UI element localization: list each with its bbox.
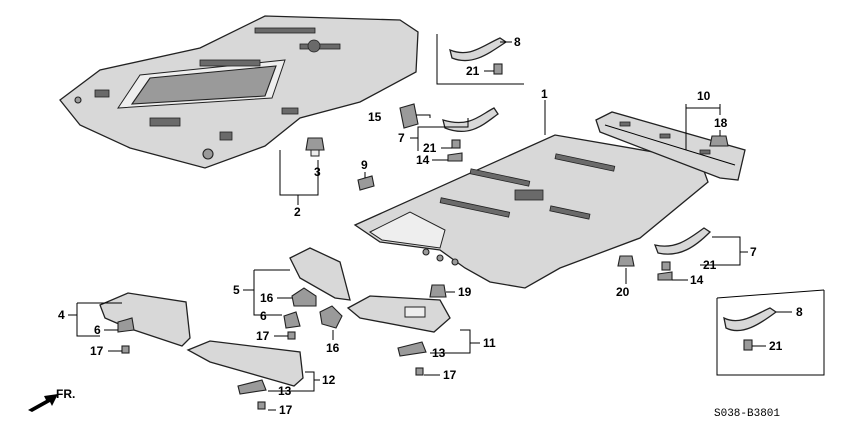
callout-19: 19 bbox=[458, 285, 472, 299]
callout-14a: 14 bbox=[416, 153, 430, 167]
callout-16a: 16 bbox=[260, 291, 274, 305]
sun-visor-left-front bbox=[99, 292, 191, 347]
callout-11: 11 bbox=[483, 336, 496, 350]
callout-16b: 16 bbox=[326, 341, 340, 355]
direction-label: FR. bbox=[56, 387, 75, 401]
callout-8b: 8 bbox=[796, 305, 803, 319]
callout-20: 20 bbox=[616, 285, 630, 299]
sun-visor-right-front bbox=[289, 247, 351, 301]
callout-12: 12 bbox=[322, 373, 336, 387]
callout-15: 15 bbox=[368, 110, 382, 124]
callout-1: 1 bbox=[541, 87, 548, 101]
callout-6b: 6 bbox=[260, 309, 267, 323]
callout-13b: 13 bbox=[278, 384, 292, 398]
callout-8a: 8 bbox=[514, 35, 521, 49]
callout-14b: 14 bbox=[690, 273, 704, 287]
callout-21c: 21 bbox=[703, 258, 717, 272]
screw-21-upper bbox=[447, 139, 463, 162]
diagram-code: S038-B3801 bbox=[714, 408, 780, 420]
callout-21d: 21 bbox=[769, 339, 783, 353]
callout-7b: 7 bbox=[750, 245, 757, 259]
grab-handle-upper bbox=[442, 107, 499, 133]
callout-5: 5 bbox=[233, 283, 240, 297]
detail-box-bottom bbox=[716, 289, 825, 376]
clip-part-20 bbox=[617, 255, 635, 267]
callout-6a: 6 bbox=[94, 323, 101, 337]
sun-visor-right-rear bbox=[346, 295, 451, 333]
front-direction-arrow-icon bbox=[28, 394, 58, 412]
detail-box-top bbox=[436, 34, 524, 85]
rear-trim-strip bbox=[595, 111, 746, 181]
callout-2: 2 bbox=[294, 205, 301, 219]
clip-part-3 bbox=[305, 137, 325, 157]
callout-7a: 7 bbox=[398, 131, 405, 145]
sun-visor-left-rear bbox=[186, 340, 304, 387]
clip-part-19 bbox=[429, 284, 447, 298]
clip-part-18 bbox=[709, 135, 729, 147]
callout-17d: 17 bbox=[279, 403, 293, 417]
callout-17c: 17 bbox=[443, 368, 457, 382]
callout-3: 3 bbox=[314, 165, 321, 179]
grab-handle-lower bbox=[653, 227, 712, 281]
callout-21a: 21 bbox=[466, 64, 480, 78]
bracket-part-15 bbox=[399, 103, 419, 129]
clip-part-9 bbox=[357, 175, 375, 191]
callout-17b: 17 bbox=[256, 329, 270, 343]
callout-4: 4 bbox=[58, 308, 65, 322]
headliner-main bbox=[353, 134, 709, 289]
callout-labels: 1 2 3 4 5 6 6 7 7 8 8 9 10 11 12 13 13 1… bbox=[58, 35, 803, 417]
callout-17a: 17 bbox=[90, 344, 104, 358]
callout-18: 18 bbox=[714, 116, 728, 130]
leader-lines bbox=[68, 41, 792, 411]
headliner-sunroof bbox=[59, 15, 419, 169]
visor-holders bbox=[117, 287, 427, 410]
callout-13a: 13 bbox=[432, 346, 446, 360]
callout-9: 9 bbox=[361, 158, 368, 172]
callout-10: 10 bbox=[697, 89, 711, 103]
callout-21b: 21 bbox=[423, 141, 437, 155]
